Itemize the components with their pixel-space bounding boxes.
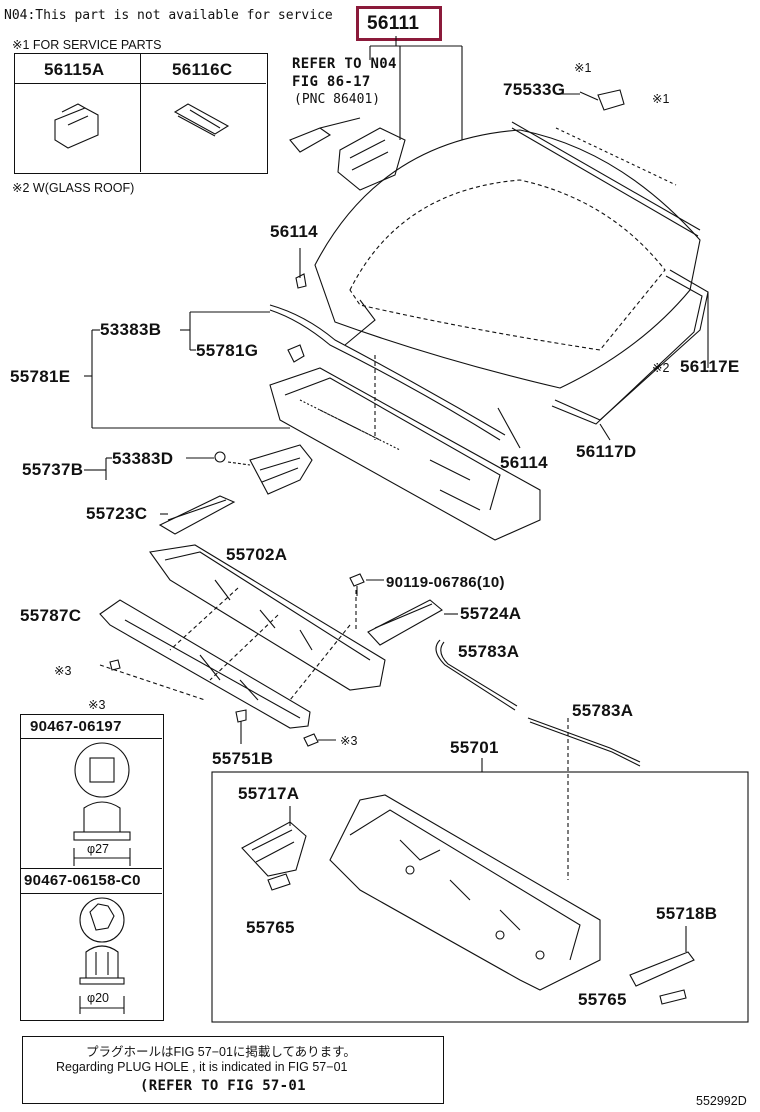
part-label-56111: 56111 xyxy=(367,13,420,34)
part-label-75533G[interactable]: 75533G xyxy=(503,80,566,99)
part-label-55765-right[interactable]: 55765 xyxy=(578,990,627,1009)
mark-3a: ※3 xyxy=(54,664,72,678)
cowl-top-panel xyxy=(269,344,541,541)
clips-box xyxy=(20,714,164,1021)
clip-2-label[interactable]: 90467-06158-C0 xyxy=(24,872,141,889)
part-label-55702A[interactable]: 55702A xyxy=(226,545,288,564)
part-label-55724A[interactable]: 55724A xyxy=(460,604,522,623)
leader-lines-56111 xyxy=(369,36,463,140)
clip-illustration-1 xyxy=(73,742,131,866)
glass-roof-note: ※2 W(GLASS ROOF) xyxy=(12,181,135,195)
part-label-56114-bottom[interactable]: 56114 xyxy=(500,453,548,472)
plug-hole-refer-link[interactable]: (REFER TO FIG 57-01 xyxy=(140,1078,306,1094)
part-label-55783A-upper[interactable]: 55783A xyxy=(458,642,520,661)
clip-1-dim: φ27 xyxy=(87,842,110,856)
service-parts-box xyxy=(14,53,268,174)
clips-mark: ※3 xyxy=(88,698,106,712)
part-label-55701[interactable]: 55701 xyxy=(450,738,499,757)
service-parts-title: ※1 FOR SERVICE PARTS xyxy=(12,38,162,52)
clip-1-label[interactable]: 90467-06197 xyxy=(30,718,122,735)
part-label-55718B[interactable]: 55718B xyxy=(656,904,718,923)
clip-mark3 xyxy=(109,659,336,747)
mark-1b: ※1 xyxy=(652,92,670,106)
part-label-55781E[interactable]: 55781E xyxy=(10,367,71,386)
part-label-55781G[interactable]: 55781G xyxy=(196,341,259,360)
clips-row2-divider xyxy=(20,868,162,894)
refer-line-2: FIG 86-17 xyxy=(292,74,371,90)
dashed-guides xyxy=(99,587,569,880)
availability-note: N04:This part is not available for servi… xyxy=(4,8,333,23)
weatherstrips-56117 xyxy=(269,269,709,441)
clip-illustration-2 xyxy=(79,897,125,1014)
plug-hole-note-box xyxy=(22,1036,444,1104)
windshield-glass xyxy=(314,129,701,389)
clip-icon-56115A xyxy=(54,103,99,149)
bracket-55718B xyxy=(629,926,695,1005)
crossmember-55787C xyxy=(99,599,311,729)
part-56111-highlight[interactable]: 56111 xyxy=(356,6,442,41)
clip-2-dim: φ20 xyxy=(87,991,110,1005)
refer-line-3: (PNC 86401) xyxy=(294,92,381,107)
sensor-bracket-icon xyxy=(289,117,406,191)
bolt-90119 xyxy=(349,573,384,596)
mark-3b: ※3 xyxy=(340,734,358,748)
part-label-55737B[interactable]: 55737B xyxy=(22,460,84,479)
clip-icon-56116C xyxy=(173,103,230,137)
part-label-55783A-lower[interactable]: 55783A xyxy=(572,701,634,720)
side-cover-55737B xyxy=(98,444,313,495)
part-label-53383B[interactable]: 53383B xyxy=(100,320,162,339)
dash-panel-box xyxy=(211,771,749,1023)
seals-55783A xyxy=(435,639,641,767)
clips-row1-divider xyxy=(20,714,162,739)
mark-1a: ※1 xyxy=(574,61,592,75)
part-label-55751B[interactable]: 55751B xyxy=(212,749,274,768)
part-label-90119-06786[interactable]: 90119-06786(10) xyxy=(386,574,505,591)
part-label-53383D[interactable]: 53383D xyxy=(112,449,174,468)
mark-2: ※2 xyxy=(652,361,670,375)
bracket-55723C xyxy=(158,495,236,535)
bracket-55717A xyxy=(241,806,307,891)
moulding-75533G xyxy=(511,89,701,237)
crossmember-55702A xyxy=(149,544,386,691)
bracket-lines-55781E xyxy=(84,311,290,429)
clip-55751B xyxy=(235,709,247,744)
part-label-55765-left[interactable]: 55765 xyxy=(246,918,295,937)
part-label-56114-top[interactable]: 56114 xyxy=(270,222,318,241)
part-label-55717A[interactable]: 55717A xyxy=(238,784,300,803)
service-parts-col-divider xyxy=(140,53,141,172)
part-label-55787C[interactable]: 55787C xyxy=(20,606,82,625)
part-label-56117D[interactable]: 56117D xyxy=(576,442,637,461)
diagram-id: 552992D xyxy=(696,1094,747,1108)
part-label-56116C[interactable]: 56116C xyxy=(172,60,233,79)
part-label-56117E[interactable]: 56117E xyxy=(680,357,740,376)
bracket-55724A xyxy=(367,599,458,646)
part-label-56115A[interactable]: 56115A xyxy=(44,60,105,79)
misc-leaders xyxy=(84,93,580,515)
plug-hole-note-jp: プラグホールはFIG 57−01に掲載してあります。 xyxy=(86,1045,356,1059)
part-label-55723C[interactable]: 55723C xyxy=(86,504,148,523)
dash-panel-55701 xyxy=(329,794,601,991)
plug-hole-note-en: Regarding PLUG HOLE , it is indicated in… xyxy=(56,1060,348,1074)
